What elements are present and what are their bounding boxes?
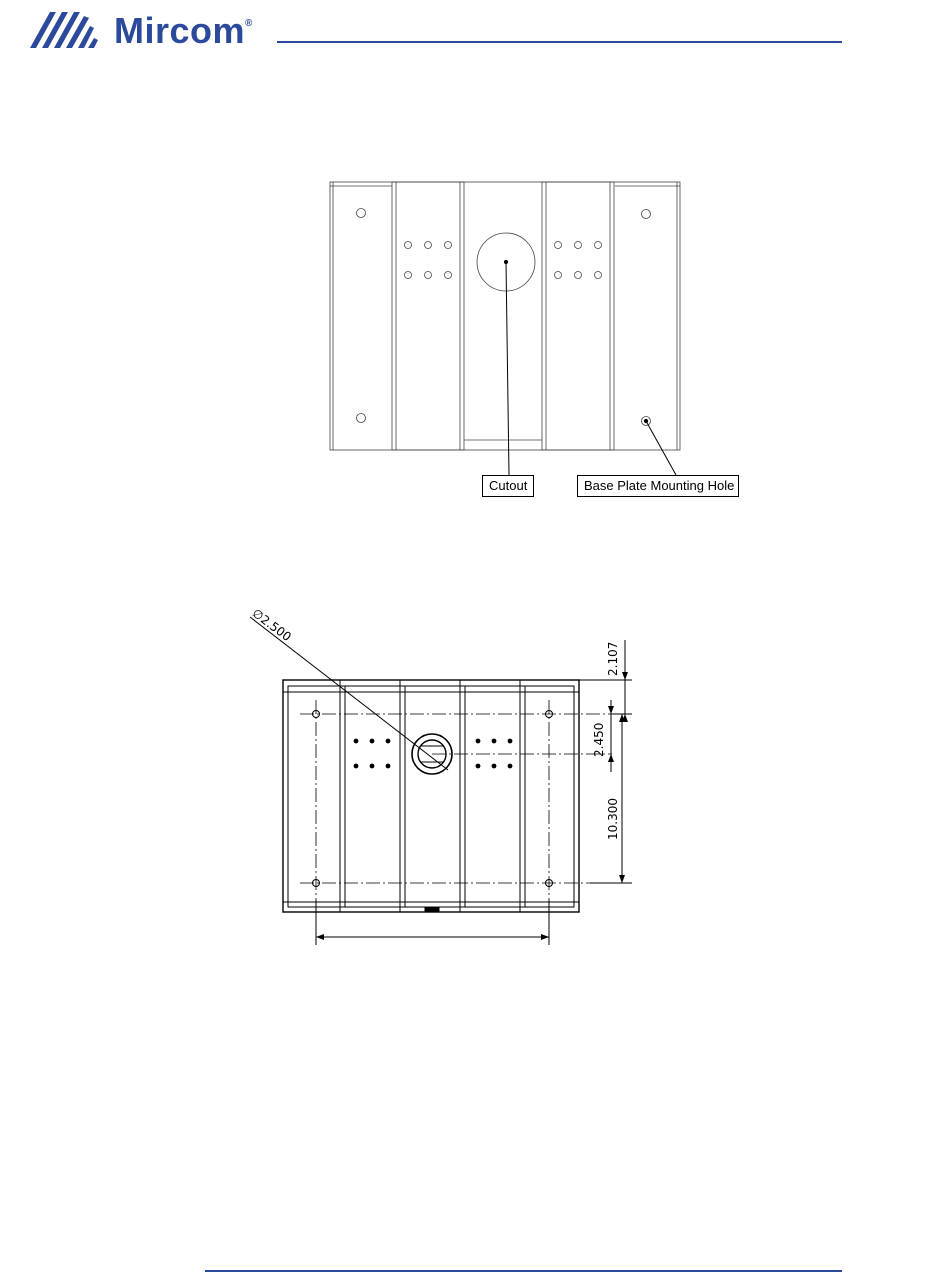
dimension-2-450: 2.450 (592, 723, 606, 757)
top-view-outline (330, 182, 680, 450)
plan-screw-holes (354, 739, 513, 769)
cutout-label: Cutout (489, 478, 527, 493)
mounting-hole-callout: Base Plate Mounting Hole (577, 475, 739, 497)
screw-holes-left (405, 242, 452, 279)
dimension-10-300: 10.300 (606, 798, 620, 840)
mounting-hole (642, 210, 651, 219)
mounting-hole-label: Base Plate Mounting Hole (584, 478, 734, 493)
callout-leaders (504, 260, 676, 475)
right-flange (542, 182, 614, 450)
screw-holes-right (555, 242, 602, 279)
plan-outline (283, 680, 579, 912)
footer-rule (205, 1270, 842, 1272)
left-flange (392, 182, 464, 450)
plan-mounting-holes (313, 711, 553, 887)
plan-view (250, 617, 632, 945)
mounting-hole (357, 414, 366, 423)
top-view (330, 182, 680, 450)
cutout-callout: Cutout (482, 475, 534, 497)
dimension-2-107: 2.107 (606, 642, 620, 676)
mounting-hole (357, 209, 366, 218)
